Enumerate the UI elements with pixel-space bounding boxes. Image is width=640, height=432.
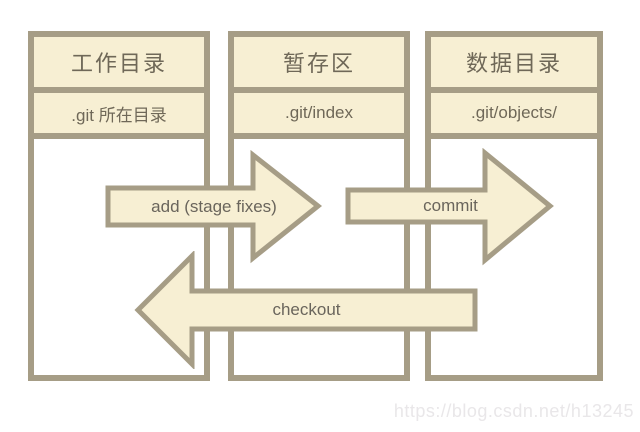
- column-subtitle-staging-area: .git/index: [234, 93, 404, 139]
- left-arrow-icon: [134, 251, 478, 369]
- commit-arrow-label: commit: [423, 196, 478, 215]
- checkout-arrow-label: checkout: [272, 300, 341, 319]
- checkout-arrow: checkout: [133, 251, 480, 369]
- add-arrow-label: add (stage fixes): [151, 197, 277, 216]
- add-arrow: add (stage fixes): [103, 150, 325, 264]
- column-title-data-directory: 数据目录: [431, 37, 597, 93]
- column-subtitle-data-directory: .git/objects/: [431, 93, 597, 139]
- right-arrow-icon: [105, 150, 323, 264]
- commit-arrow: commit: [343, 148, 558, 266]
- watermark-url: https://blog.csdn.net/h13245: [393, 401, 634, 421]
- column-title-working-directory: 工作目录: [34, 37, 204, 93]
- right-arrow-icon: [345, 148, 554, 266]
- column-title-staging-area: 暂存区: [234, 37, 404, 93]
- column-subtitle-working-directory: .git 所在目录: [34, 93, 204, 139]
